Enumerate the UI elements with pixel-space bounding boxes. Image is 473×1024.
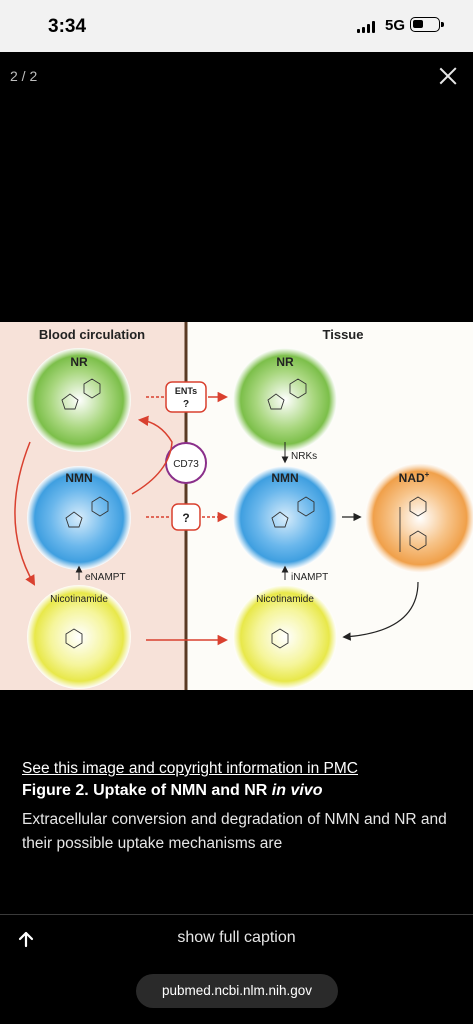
label-nam-tissue: Nicotinamide (256, 594, 314, 605)
label-inampt: iNAMPT (291, 572, 328, 583)
label-nr-blood: NR (70, 355, 88, 369)
footer-divider (0, 914, 473, 915)
label-nmn-blood: NMN (65, 471, 92, 485)
status-bar: 3:34 5G (0, 0, 473, 52)
black-arrows (342, 512, 419, 641)
label-nam-blood: Nicotinamide (50, 594, 108, 605)
show-full-caption-button[interactable]: show full caption (177, 929, 296, 946)
label-ents: ENTs (175, 386, 197, 396)
url-bar[interactable]: pubmed.ncbi.nlm.nih.gov (136, 974, 338, 1008)
label-nad: NAD+ (399, 470, 430, 485)
up-arrow-icon[interactable] (17, 930, 35, 948)
region-title-tissue: Tissue (323, 327, 364, 342)
nmn-tissue-circle (233, 466, 337, 570)
signal-icon (357, 21, 377, 33)
nr-blood-circle (27, 348, 131, 452)
unknown-transporter-box (171, 503, 201, 531)
figure-image[interactable]: Blood circulation Tissue NR NMN Nicotina… (0, 322, 473, 690)
figure-caption: See this image and copyright information… (22, 760, 462, 856)
region-title-blood: Blood circulation (39, 327, 145, 342)
red-arrows (14, 391, 229, 646)
nam-tissue-circle (233, 585, 337, 689)
nr-tissue-circle (233, 348, 337, 452)
close-icon[interactable] (436, 64, 460, 88)
nad-circle (365, 463, 473, 573)
image-viewer-header: 2 / 2 (0, 52, 473, 322)
label-nrks: NRKs (291, 451, 317, 462)
network-label: 5G (385, 17, 406, 34)
label-nmn-tissue: NMN (271, 471, 298, 485)
label-enampt: eNAMPT (85, 572, 126, 583)
label-nr-tissue: NR (276, 355, 294, 369)
status-time: 3:34 (48, 16, 87, 37)
nmn-blood-circle (27, 466, 131, 570)
image-counter: 2 / 2 (10, 68, 38, 84)
copyright-link[interactable]: See this image and copyright information… (22, 760, 358, 777)
label-ents-question: ? (183, 399, 189, 410)
battery-icon (410, 17, 444, 32)
label-cd73: CD73 (173, 459, 199, 470)
molecule-sketches (61, 378, 427, 649)
label-unknown-transporter: ? (182, 511, 189, 525)
nam-blood-circle (27, 585, 131, 689)
caption-title: Figure 2. Uptake of NMN and NR in vivo (22, 782, 323, 799)
caption-text: Extracellular conversion and degradation… (22, 811, 447, 852)
ents-box (165, 381, 207, 413)
